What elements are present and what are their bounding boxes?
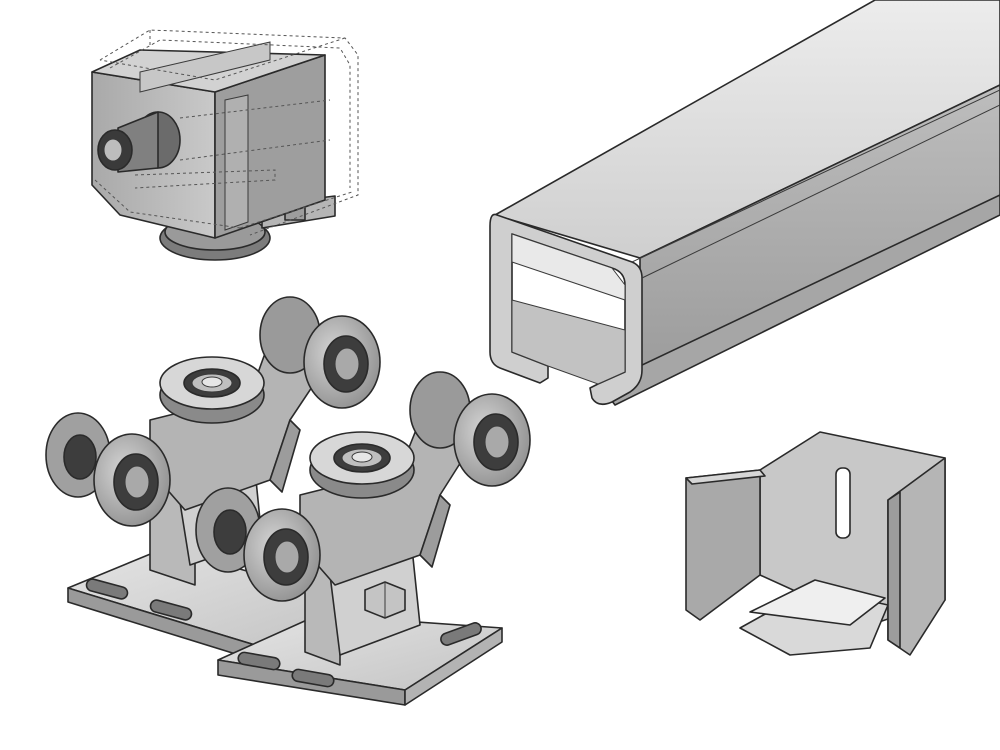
carriage-right	[195, 371, 531, 706]
rail-end-cap	[685, 431, 946, 656]
guide-rail	[489, 0, 1000, 406]
end-stop-roller	[91, 29, 359, 261]
